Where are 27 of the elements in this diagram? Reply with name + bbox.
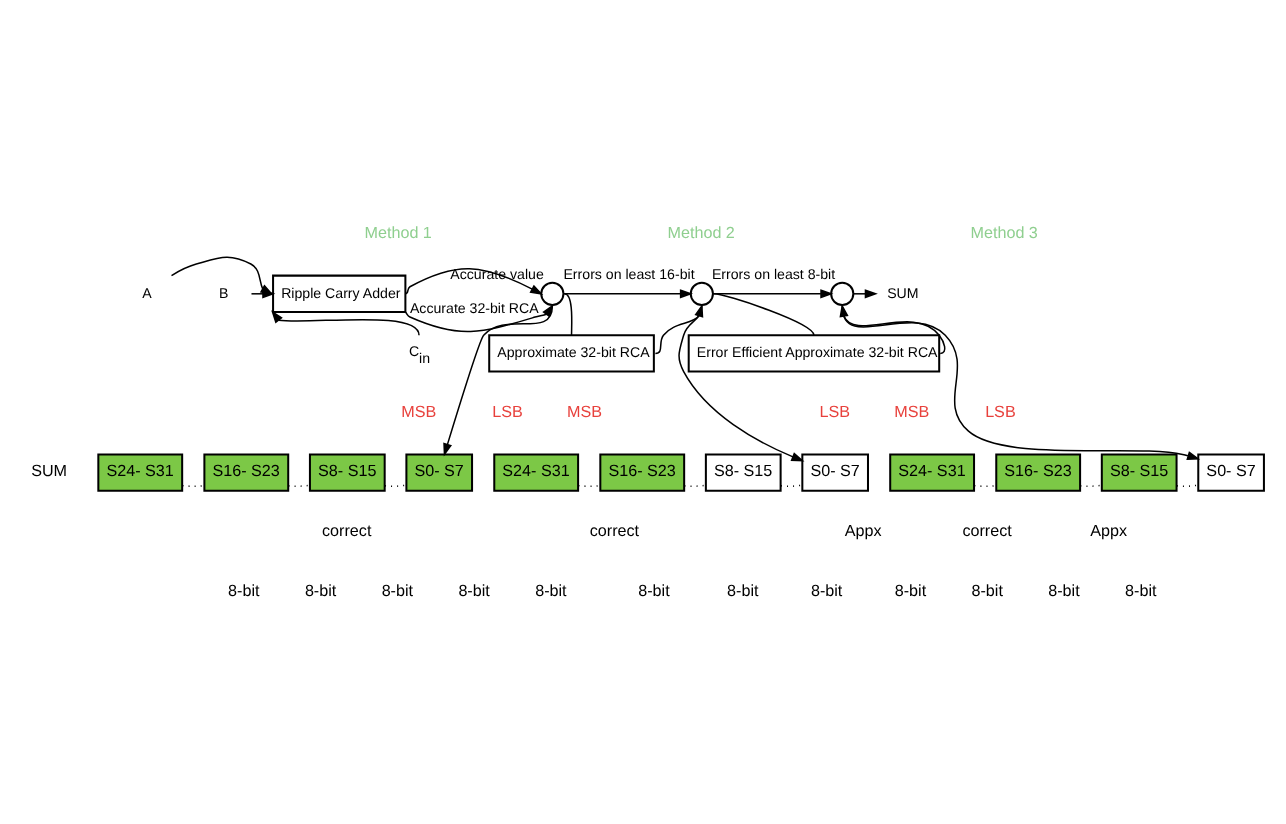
label: LSB [819,401,851,420]
label: Appx [1090,521,1128,540]
label: Method 1 [364,223,432,242]
label: correct [589,521,640,540]
label: 8-bit [381,580,414,599]
label: 8-bit [228,580,260,599]
label: correct [962,521,1012,540]
label: 8-bit [810,580,843,599]
label: LSB [492,401,523,420]
label: correct [322,521,372,540]
label: 8-bit [894,580,927,599]
label: 8-bit [1125,580,1157,599]
label: Appx [844,521,882,540]
label: Method 3 [970,223,1038,242]
label: LSB [985,401,1016,420]
label: 8-bit [1048,580,1080,599]
label: MSB [894,401,930,420]
label: SUM [31,461,68,480]
label: 8-bit [304,580,337,599]
label: 8-bit [638,580,670,599]
label: MSB [566,401,603,420]
label: 8-bit [971,580,1003,599]
label: Method 2 [667,223,735,242]
label: 8-bit [535,580,567,599]
label: 8-bit [458,580,490,599]
label: MSB [401,401,437,420]
label: 8-bit [727,580,759,599]
